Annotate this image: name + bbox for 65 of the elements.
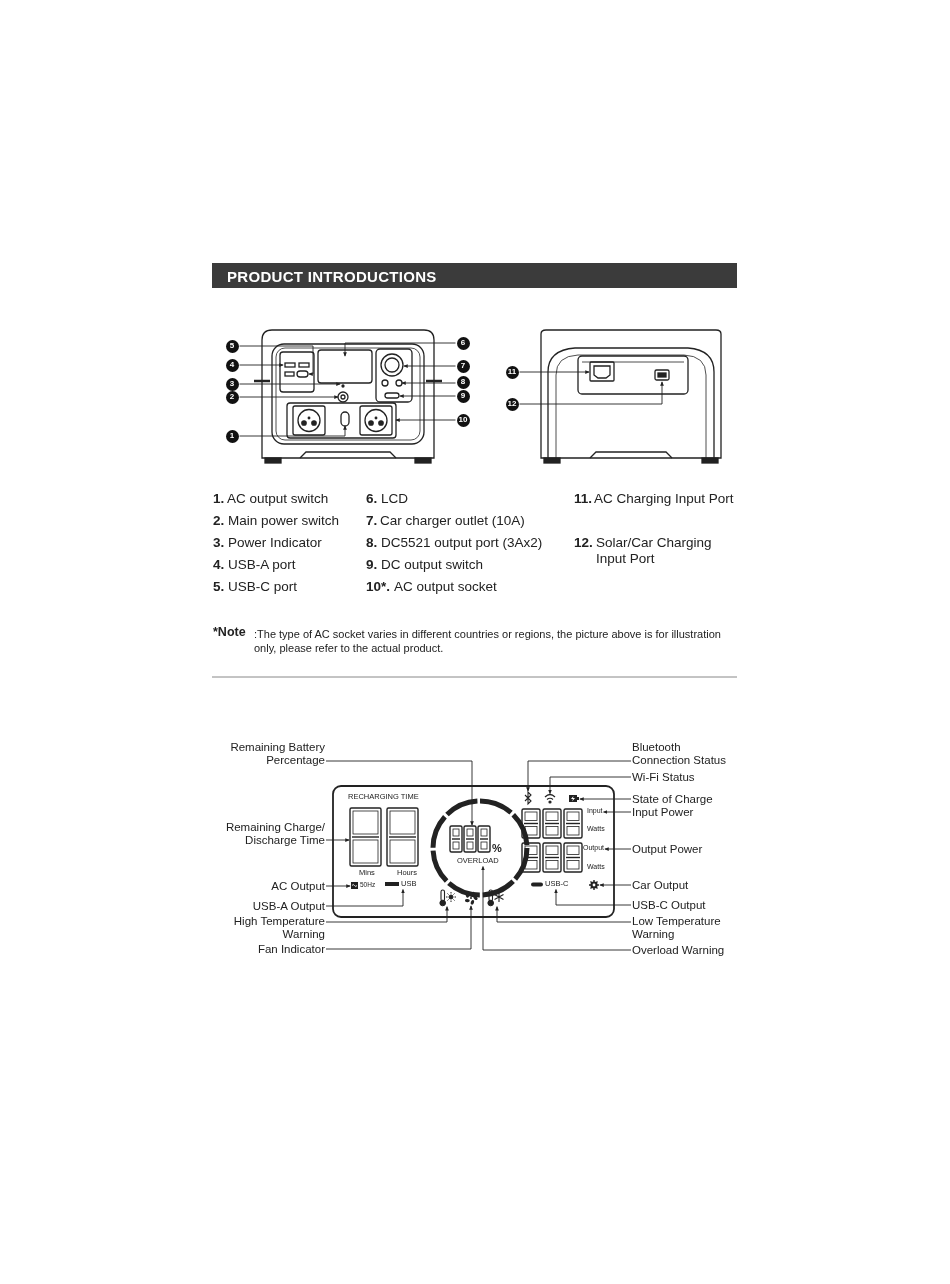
part-description: LCD (381, 491, 408, 507)
callout-label: USB-C Output (632, 899, 706, 912)
callout-label: AC Output (271, 880, 325, 893)
item-number: 7. (366, 513, 378, 529)
wifi-icon (544, 793, 556, 804)
item-number: 10*. (366, 579, 391, 595)
callout-label: Wi-Fi Status (632, 771, 695, 784)
item-number: 3. (213, 535, 225, 551)
item-number: 8. (366, 535, 378, 551)
ac-output-icon (351, 882, 358, 889)
part-description: AC output switch (227, 491, 329, 507)
note-text: *Note (213, 626, 246, 640)
part-description: Power Indicator (228, 535, 322, 551)
note-text: :The type of AC socket varies in different countries or regions, the picture above is for illustration only, please refer to the actual product. (254, 628, 722, 655)
low-temperature-icon (487, 889, 505, 907)
callout-label: Fan Indicator (257, 943, 325, 956)
callout-label: USB-A Output (252, 900, 325, 913)
item-number: 11. (574, 491, 593, 507)
part-description: DC5521 output port (3Ax2) (381, 535, 543, 551)
part-description: AC output socket (394, 579, 497, 595)
callout-number: 1 (225, 429, 239, 443)
part-description: Solar/Car Charging Input Port (596, 535, 713, 567)
percentage-digits (449, 825, 491, 853)
item-number: 5. (213, 579, 225, 595)
item-number: 12. (574, 535, 593, 551)
callout-number: 3 (225, 377, 239, 391)
callout-number: 8 (456, 375, 470, 389)
item-number: 6. (366, 491, 378, 507)
high-temperature-icon (439, 889, 457, 907)
part-description: USB-C port (228, 579, 298, 595)
part-description: AC Charging Input Port (594, 491, 735, 507)
display-label: % (492, 842, 502, 855)
callout-number: 4 (225, 358, 239, 372)
item-number: 1. (213, 491, 225, 507)
callout-number: 2 (225, 390, 239, 404)
bluetooth-icon (524, 790, 532, 806)
callout-label: State of Charge (632, 793, 713, 806)
section-heading: PRODUCT INTRODUCTIONS (227, 268, 437, 285)
callout-number: 12 (505, 397, 519, 411)
charging-battery-icon (569, 795, 579, 802)
item-number: 4. (213, 557, 225, 573)
fan-icon (464, 891, 478, 905)
item-number: 9. (366, 557, 378, 573)
callout-number: 10 (456, 413, 470, 427)
time-digits (349, 807, 419, 867)
callout-number: 7 (456, 359, 470, 373)
part-description: Main power switch (228, 513, 340, 529)
callout-label: Overload Warning (632, 944, 725, 957)
callout-label: Input Power (632, 806, 694, 819)
callout-label: Car Output (632, 879, 689, 892)
callout-number: 5 (225, 339, 239, 353)
callout-label: Output Power (632, 843, 703, 856)
part-description: Car charger outlet (10A) (380, 513, 525, 529)
gear-icon (588, 879, 600, 891)
callout-label: Remaining Charge/ Discharge Time (215, 821, 325, 847)
part-description: DC output switch (381, 557, 484, 573)
callout-label: Remaining Battery Percentage (215, 741, 325, 767)
callout-label: Bluetooth Connection Status (632, 741, 737, 767)
callout-label: Low Temperature Warning (632, 915, 737, 941)
part-description: USB-A port (228, 557, 296, 573)
callout-number: 6 (456, 336, 470, 350)
callout-number: 11 (505, 365, 519, 379)
callout-number: 9 (456, 389, 470, 403)
callout-label: High Temperature Warning (215, 915, 325, 941)
item-number: 2. (213, 513, 225, 529)
